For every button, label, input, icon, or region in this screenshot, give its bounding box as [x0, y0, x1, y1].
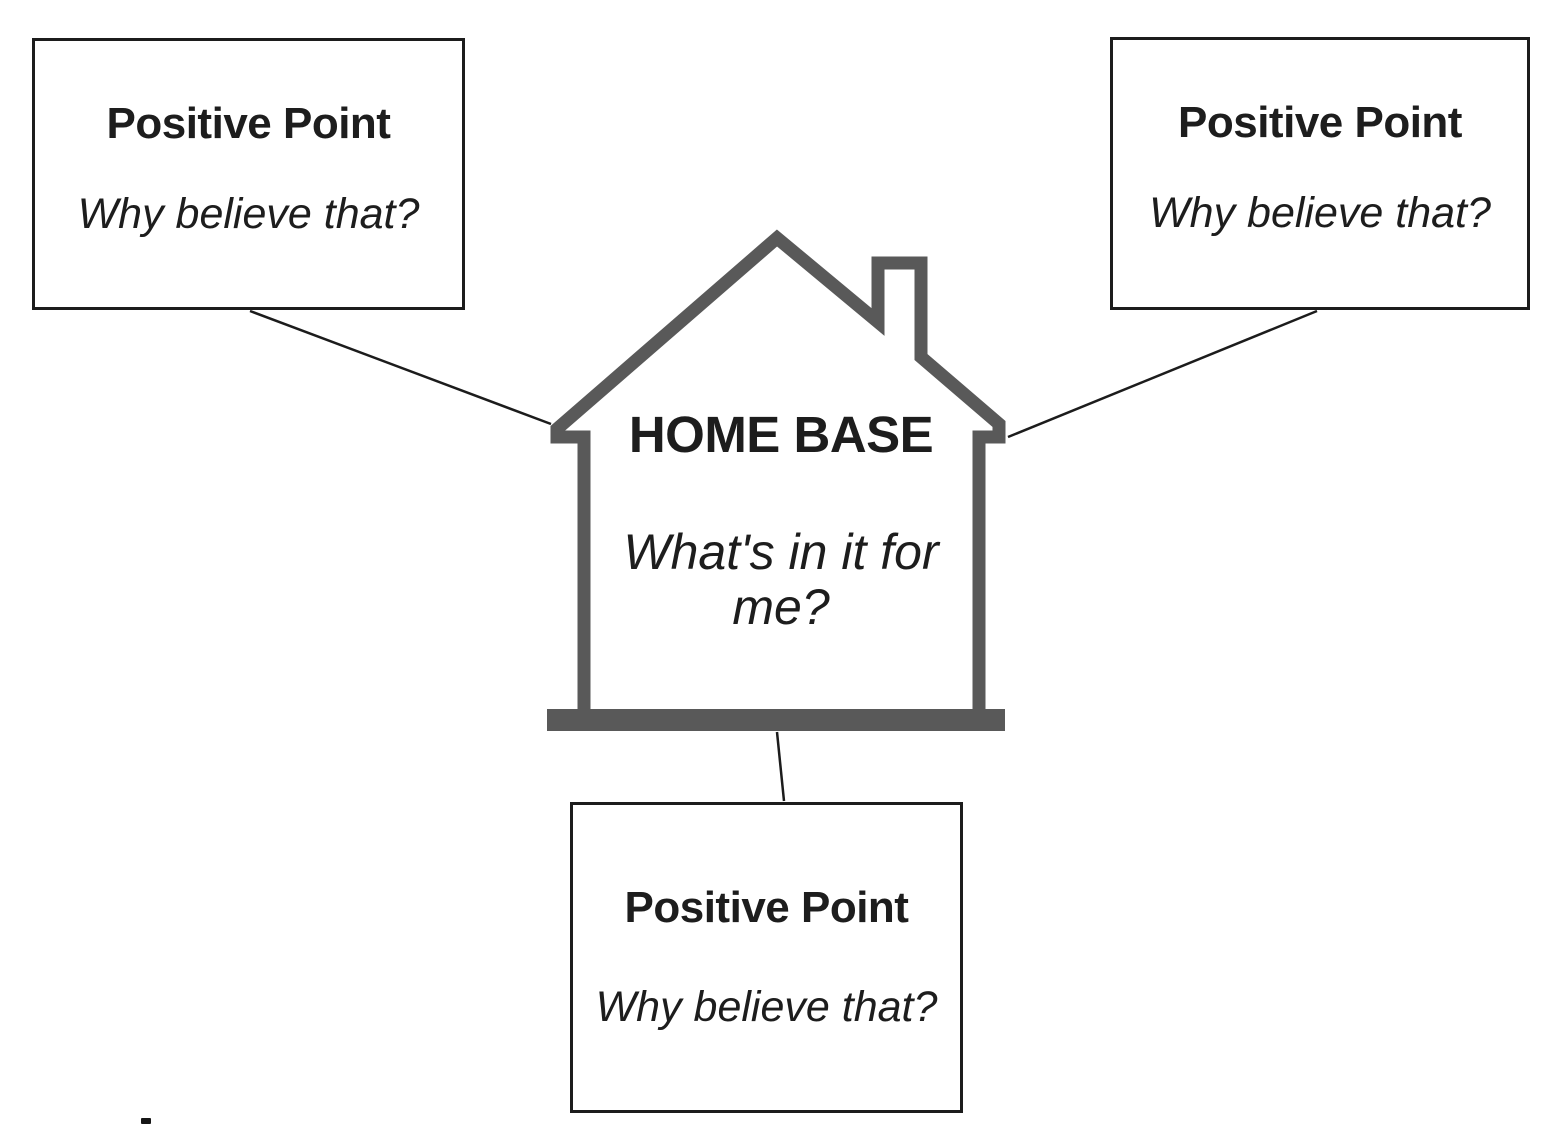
positive-point-box-top-left: Positive Point Why believe that? — [32, 38, 465, 310]
home-base-text-block: HOME BASE What's in it for me? — [581, 406, 981, 635]
stray-mark-artifact — [141, 1118, 151, 1124]
house-base-bar — [547, 709, 1005, 731]
home-base-question-line-1: What's in it for — [623, 523, 939, 580]
positive-point-title: Positive Point — [1178, 98, 1462, 147]
positive-point-prompt: Why believe that? — [595, 982, 938, 1031]
home-base-label: HOME BASE — [628, 406, 934, 463]
positive-point-title: Positive Point — [624, 883, 909, 932]
house-outline-icon — [550, 229, 1006, 716]
positive-point-prompt: Why believe that? — [1149, 188, 1491, 237]
positive-point-box-top-right: Positive Point Why believe that? — [1110, 37, 1530, 310]
positive-point-prompt: Why believe that? — [77, 189, 420, 238]
home-base-question-line-2: me? — [732, 578, 830, 635]
connector-line-right — [1007, 309, 1318, 439]
positive-point-title: Positive Point — [106, 99, 391, 148]
connector-line-left — [249, 309, 552, 426]
positive-point-box-bottom: Positive Point Why believe that? — [570, 802, 963, 1113]
connector-line-bottom — [775, 731, 786, 802]
home-base-question: What's in it for me? — [581, 523, 981, 635]
